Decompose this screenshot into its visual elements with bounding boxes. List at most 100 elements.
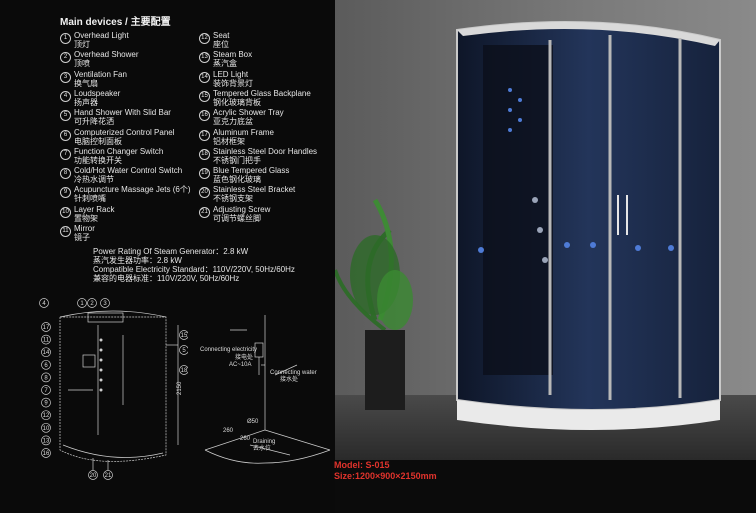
device-label-cn: 置物架 — [74, 213, 98, 223]
device-label-cn: 蒸汽盒 — [213, 59, 237, 69]
device-number: 19 — [199, 168, 210, 180]
svg-text:7: 7 — [44, 388, 48, 394]
device-number: 4 — [60, 90, 71, 102]
svg-text:15: 15 — [181, 333, 188, 339]
svg-text:4: 4 — [42, 301, 46, 307]
spec-line: Compatible Electricity Standard：110V/220… — [93, 265, 295, 274]
svg-text:9: 9 — [44, 401, 48, 407]
device-label-cn: 铝材框架 — [213, 136, 245, 146]
device-label-en: Hand Shower With Slid Bar — [74, 108, 171, 118]
svg-text:5: 5 — [182, 348, 186, 354]
device-label-en: Stainless Steel Door Handles — [213, 146, 318, 156]
svg-text:12: 12 — [43, 413, 50, 419]
model-number: Model: S-015 — [334, 460, 390, 470]
callout-4: 4 — [39, 298, 49, 308]
svg-text:1: 1 — [80, 301, 84, 307]
callout-11: 11 — [41, 334, 51, 345]
device-label-en: Steam Box — [213, 50, 253, 60]
svg-text:21: 21 — [105, 473, 112, 479]
callout-20: 20 — [88, 470, 98, 480]
device-label-en: Adjusting Screw — [213, 204, 271, 214]
electricity-label-cn: 接电处 — [235, 353, 253, 361]
device-label-en: Stainless Steel Bracket — [213, 185, 296, 195]
svg-text:8: 8 — [44, 375, 48, 381]
device-label-cn: 座位 — [213, 40, 229, 49]
device-label-cn: 装饰背景灯 — [213, 78, 253, 88]
device-label: Acupuncture Massage Jets (6个)针刺喷嘴 — [74, 185, 191, 203]
svg-text:13: 13 — [43, 438, 50, 444]
device-label-cn: 可调节螺丝脚 — [213, 213, 261, 223]
svg-text:14: 14 — [43, 350, 50, 356]
device-label-cn: 针刺喷嘴 — [74, 194, 106, 204]
device-number: 3 — [60, 71, 71, 83]
device-label-cn: 镜子 — [74, 233, 90, 242]
drain-label-cn: 去水位 — [253, 444, 271, 452]
device-number: 10 — [60, 206, 71, 218]
model-info: Model: S-015 Size:1200×900×2150mm — [334, 460, 437, 482]
device-number: 21 — [199, 206, 210, 218]
device-number: 12 — [199, 33, 210, 44]
callout-1: 1 — [77, 298, 87, 308]
spec-line: 兼容的电器标准：110V/220V, 50Hz/60Hz — [93, 274, 240, 283]
electricity-spec: AC~10A — [229, 362, 252, 368]
device-number: 5 — [60, 110, 71, 122]
callout-14: 14 — [41, 347, 51, 358]
device-label-cn: 不锈钢门把手 — [213, 155, 261, 165]
device-number: 9 — [60, 187, 71, 199]
callout-21: 21 — [103, 470, 113, 480]
callout-10: 10 — [41, 422, 51, 433]
device-label-cn: 可升降花洒 — [74, 117, 114, 127]
spec-line: Power Rating Of Steam Generator：2.8 kW — [93, 247, 249, 256]
device-number: 7 — [60, 148, 71, 160]
drain-dim-a: 260 — [223, 428, 234, 434]
device-label-en: Tempered Glass Backplane — [213, 88, 311, 98]
installation-diagram: Connecting electricity 接电处 AC~10A Connec… — [200, 315, 331, 464]
page-heading: Main devices / 主要配置 — [60, 17, 171, 28]
svg-text:20: 20 — [90, 473, 97, 479]
drain-dim-b: 260 — [240, 436, 251, 442]
callout-12: 12 — [41, 410, 51, 421]
svg-text:3: 3 — [103, 301, 107, 307]
device-label-en: Overhead Light — [74, 31, 129, 40]
device-label-en: LED Light — [213, 69, 249, 79]
device-label-en: Overhead Shower — [74, 50, 139, 60]
device-label-en: Loudspeaker — [74, 88, 121, 98]
callout-16: 16 — [41, 448, 51, 458]
device-label-en: Function Changer Switch — [74, 146, 164, 156]
device-label-en: Blue Tempered Glass — [213, 166, 290, 176]
water-label-cn: 接水处 — [280, 375, 298, 383]
svg-text:11: 11 — [43, 338, 50, 344]
device-label-cn: 扬声器 — [74, 97, 98, 107]
device-label-en: Computerized Control Panel — [74, 127, 175, 137]
water-label: Connecting water — [270, 370, 317, 376]
device-number: 2 — [60, 52, 71, 64]
device-label-cn: 功能转换开关 — [74, 155, 122, 165]
device-label-en: Layer Rack — [74, 204, 115, 214]
drain-label: Draining — [253, 439, 275, 445]
device-number: 20 — [199, 187, 210, 199]
spec-line: 蒸汽发生器功率：2.8 kW — [93, 256, 182, 265]
callout-2: 2 — [87, 298, 97, 308]
device-label-en: Ventilation Fan — [74, 69, 127, 79]
device-label-en: Acupuncture Massage Jets (6个) — [74, 185, 191, 195]
device-number: 6 — [60, 129, 71, 141]
svg-text:18: 18 — [181, 368, 188, 374]
device-number: 11 — [60, 226, 71, 237]
svg-text:6: 6 — [44, 363, 48, 369]
device-label-cn: 换气扇 — [74, 78, 98, 88]
device-label-en: Mirror — [74, 224, 95, 233]
callout-13: 13 — [41, 435, 51, 446]
